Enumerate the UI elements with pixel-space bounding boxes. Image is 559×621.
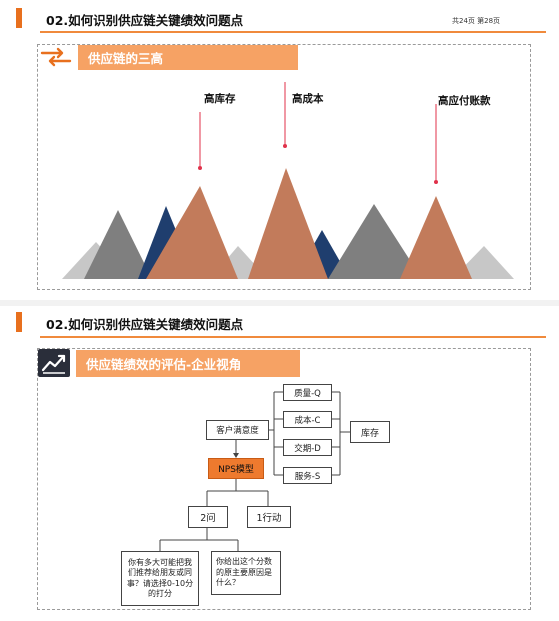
header-underline	[40, 31, 546, 33]
question-recommend-node: 你有多大可能把我们推荐给朋友或同事？请选择0-10分的打分	[121, 551, 199, 606]
mountain-brown-mid	[248, 168, 328, 279]
chart-trend-icon	[38, 349, 70, 377]
question-reason-node: 你给出这个分数的原主要原因是什么？	[211, 551, 281, 595]
factor-delivery-node: 交期-D	[283, 439, 332, 456]
factor-quality-node: 质量-Q	[283, 384, 332, 401]
header-underline	[40, 336, 546, 338]
slide-1: 02.如何识别供应链关键绩效问题点 共24页 第28页 供应链的三高 高库存 高…	[0, 0, 559, 300]
customer-satisfaction-node: 客户满意度	[206, 420, 269, 440]
inventory-node: 库存	[350, 421, 390, 443]
peak-label-inventory: 高库存	[204, 93, 236, 105]
mountain-brown-left	[146, 186, 238, 279]
pointer-dot-cost	[283, 144, 287, 148]
section-title-tab: 供应链的三高	[78, 45, 298, 70]
slide-separator	[0, 300, 559, 306]
mountain-gray-left	[84, 210, 152, 279]
two-questions-node: 2问	[188, 506, 228, 528]
factor-cost-node: 成本-C	[283, 411, 332, 428]
factor-service-node: 服务-S	[283, 467, 332, 484]
pointer-dot-payables	[434, 180, 438, 184]
slide-2: 02.如何识别供应链关键绩效问题点 供应链绩效的评估-企业视角	[0, 306, 559, 621]
diagram-connectors	[159, 391, 350, 551]
pointer-dot-inventory	[198, 166, 202, 170]
header-accent-bar	[16, 312, 22, 332]
mountain-gray-right	[328, 204, 422, 279]
nps-model-node: NPS模型	[208, 458, 264, 479]
peak-label-payables: 高应付账款	[438, 95, 491, 107]
mountain-brown-right	[400, 196, 472, 279]
slide-title: 02.如何识别供应链关键绩效问题点	[46, 13, 244, 28]
one-action-node: 1行动	[247, 506, 291, 528]
mountains-illustration	[62, 82, 514, 279]
content-frame	[37, 44, 531, 290]
slide-title: 02.如何识别供应链关键绩效问题点	[46, 317, 244, 332]
header-accent-bar	[16, 8, 22, 28]
peak-label-cost: 高成本	[292, 93, 324, 105]
content-frame	[37, 348, 531, 610]
section-title-tab: 供应链绩效的评估-企业视角	[76, 350, 300, 377]
arrows-exchange-icon	[38, 45, 74, 69]
page-indicator: 共24页 第28页	[452, 17, 501, 25]
